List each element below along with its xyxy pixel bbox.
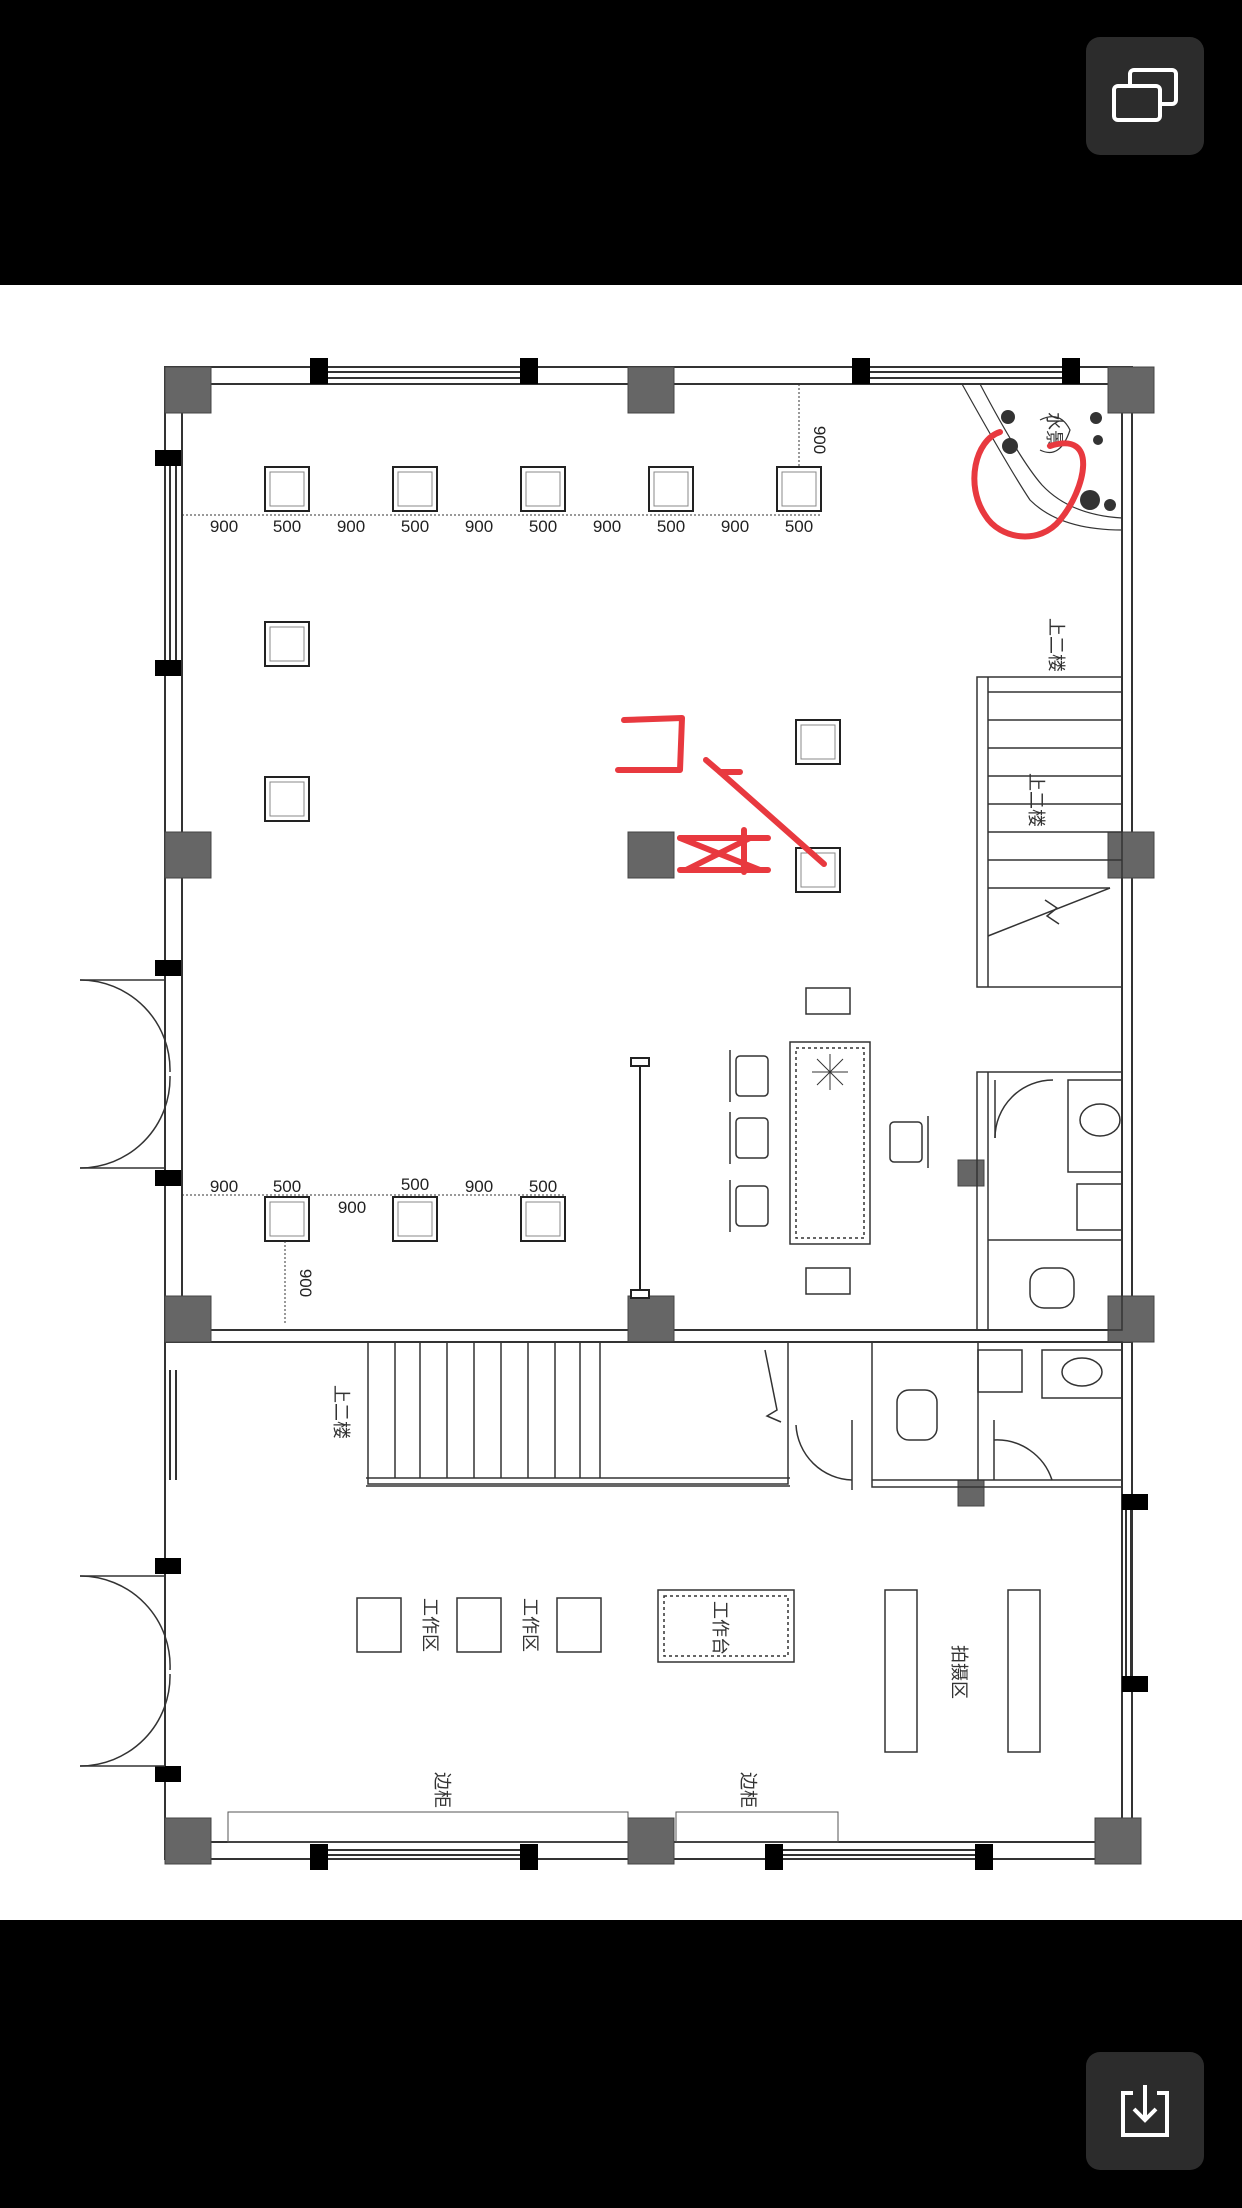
dim-label: 900 [721, 517, 749, 536]
outer-wall [164, 366, 1133, 1860]
dim-label: 900 [593, 517, 621, 536]
stairs-up-label: 上二楼 [330, 1385, 351, 1439]
wall-blocks [155, 358, 1148, 1870]
copy-windows-icon [1112, 68, 1178, 122]
dim-vertical-top: 900 [810, 426, 829, 454]
download-button[interactable] [1086, 2052, 1204, 2170]
dim-label: 500 [401, 517, 429, 536]
dim-label: 900 [210, 517, 238, 536]
floor-plan: 900 500 900 500 900 500 900 500 900 500 … [79, 358, 1155, 1870]
plant-icon [812, 1054, 848, 1090]
stairs-up-label: 上二楼 [1045, 618, 1066, 672]
dim-vertical-lower: 900 [296, 1269, 315, 1297]
entrance-doors [79, 979, 171, 1767]
dim-label: 500 [657, 517, 685, 536]
side-cabinet-label: 边柜 [737, 1772, 758, 1808]
dimension-labels-lower: 900 500 900 500 900 500 [210, 1175, 557, 1217]
restrooms [795, 1071, 1123, 1490]
dim-label: 500 [401, 1175, 429, 1194]
staircase-right [976, 676, 1123, 988]
download-icon [1121, 2085, 1169, 2137]
image-viewer[interactable]: 900 500 900 500 900 500 900 500 900 500 … [0, 285, 1242, 1920]
work-area-label: 工作区 [519, 1598, 540, 1652]
meeting-table [729, 987, 929, 1295]
display-plinths [264, 466, 841, 1242]
dimension-labels-top: 900 500 900 500 900 500 900 500 900 500 [210, 517, 813, 536]
shoot-area-label: 拍摄区 [948, 1645, 969, 1699]
dim-label: 900 [465, 1177, 493, 1196]
dim-label: 900 [337, 517, 365, 536]
partition [630, 1057, 650, 1299]
side-cabinet-label: 边柜 [431, 1772, 452, 1808]
dim-label: 900 [210, 1177, 238, 1196]
work-table-label: 工作台 [709, 1601, 730, 1655]
dim-label: 500 [785, 517, 813, 536]
columns [164, 366, 1155, 1865]
side-cabinets [227, 1811, 839, 1843]
dim-label: 900 [465, 517, 493, 536]
dim-label: 500 [273, 1177, 301, 1196]
dim-label: 500 [529, 517, 557, 536]
bottom-bar [0, 1920, 1242, 2208]
staircase-lower [366, 1341, 790, 1487]
work-tables [356, 1589, 1041, 1753]
plant-clusters [1001, 410, 1116, 511]
work-area-label: 工作区 [419, 1598, 440, 1652]
stairs-up-label: 上二楼 [1025, 773, 1046, 827]
dim-label: 500 [273, 517, 301, 536]
top-bar [0, 0, 1242, 285]
red-annotations [615, 429, 1087, 875]
water-feature-label: 水景 [1043, 412, 1064, 448]
water-feature [961, 383, 1123, 531]
multi-window-button[interactable] [1086, 37, 1204, 155]
dim-label: 500 [529, 1177, 557, 1196]
dim-label: 900 [338, 1198, 366, 1217]
